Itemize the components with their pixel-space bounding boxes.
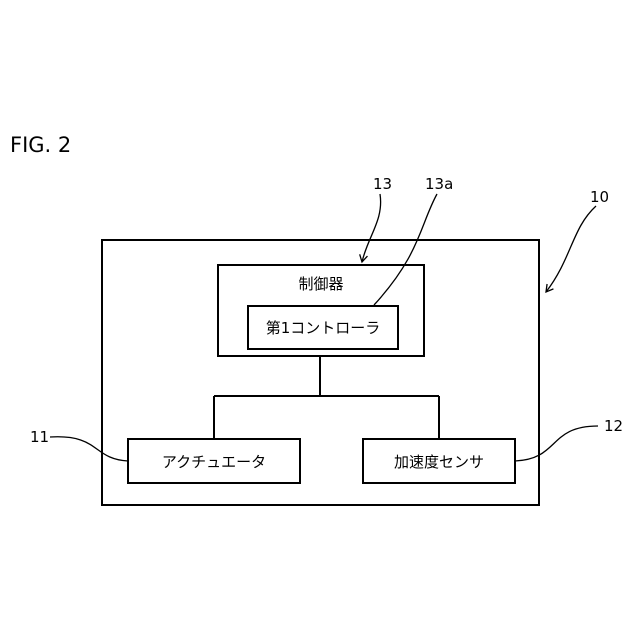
- actuator-label: アクチュエータ: [162, 453, 266, 471]
- leader-actuator: [50, 437, 128, 461]
- leader-sensor: [515, 426, 598, 461]
- leader-device: [546, 206, 596, 292]
- first-controller-label: 第1コントローラ: [266, 319, 381, 337]
- sensor-label: 加速度センサ: [394, 453, 484, 471]
- ref-controller: 13: [373, 175, 392, 193]
- ref-device: 10: [590, 188, 609, 206]
- controller-label: 制御器: [298, 275, 343, 293]
- figure-title: FIG. 2: [10, 133, 71, 157]
- ref-sensor: 12: [604, 417, 623, 435]
- leader-controller: [362, 194, 381, 262]
- leader-first-controller: [374, 194, 437, 305]
- ref-actuator: 11: [30, 428, 49, 446]
- ref-first-controller: 13a: [425, 175, 453, 193]
